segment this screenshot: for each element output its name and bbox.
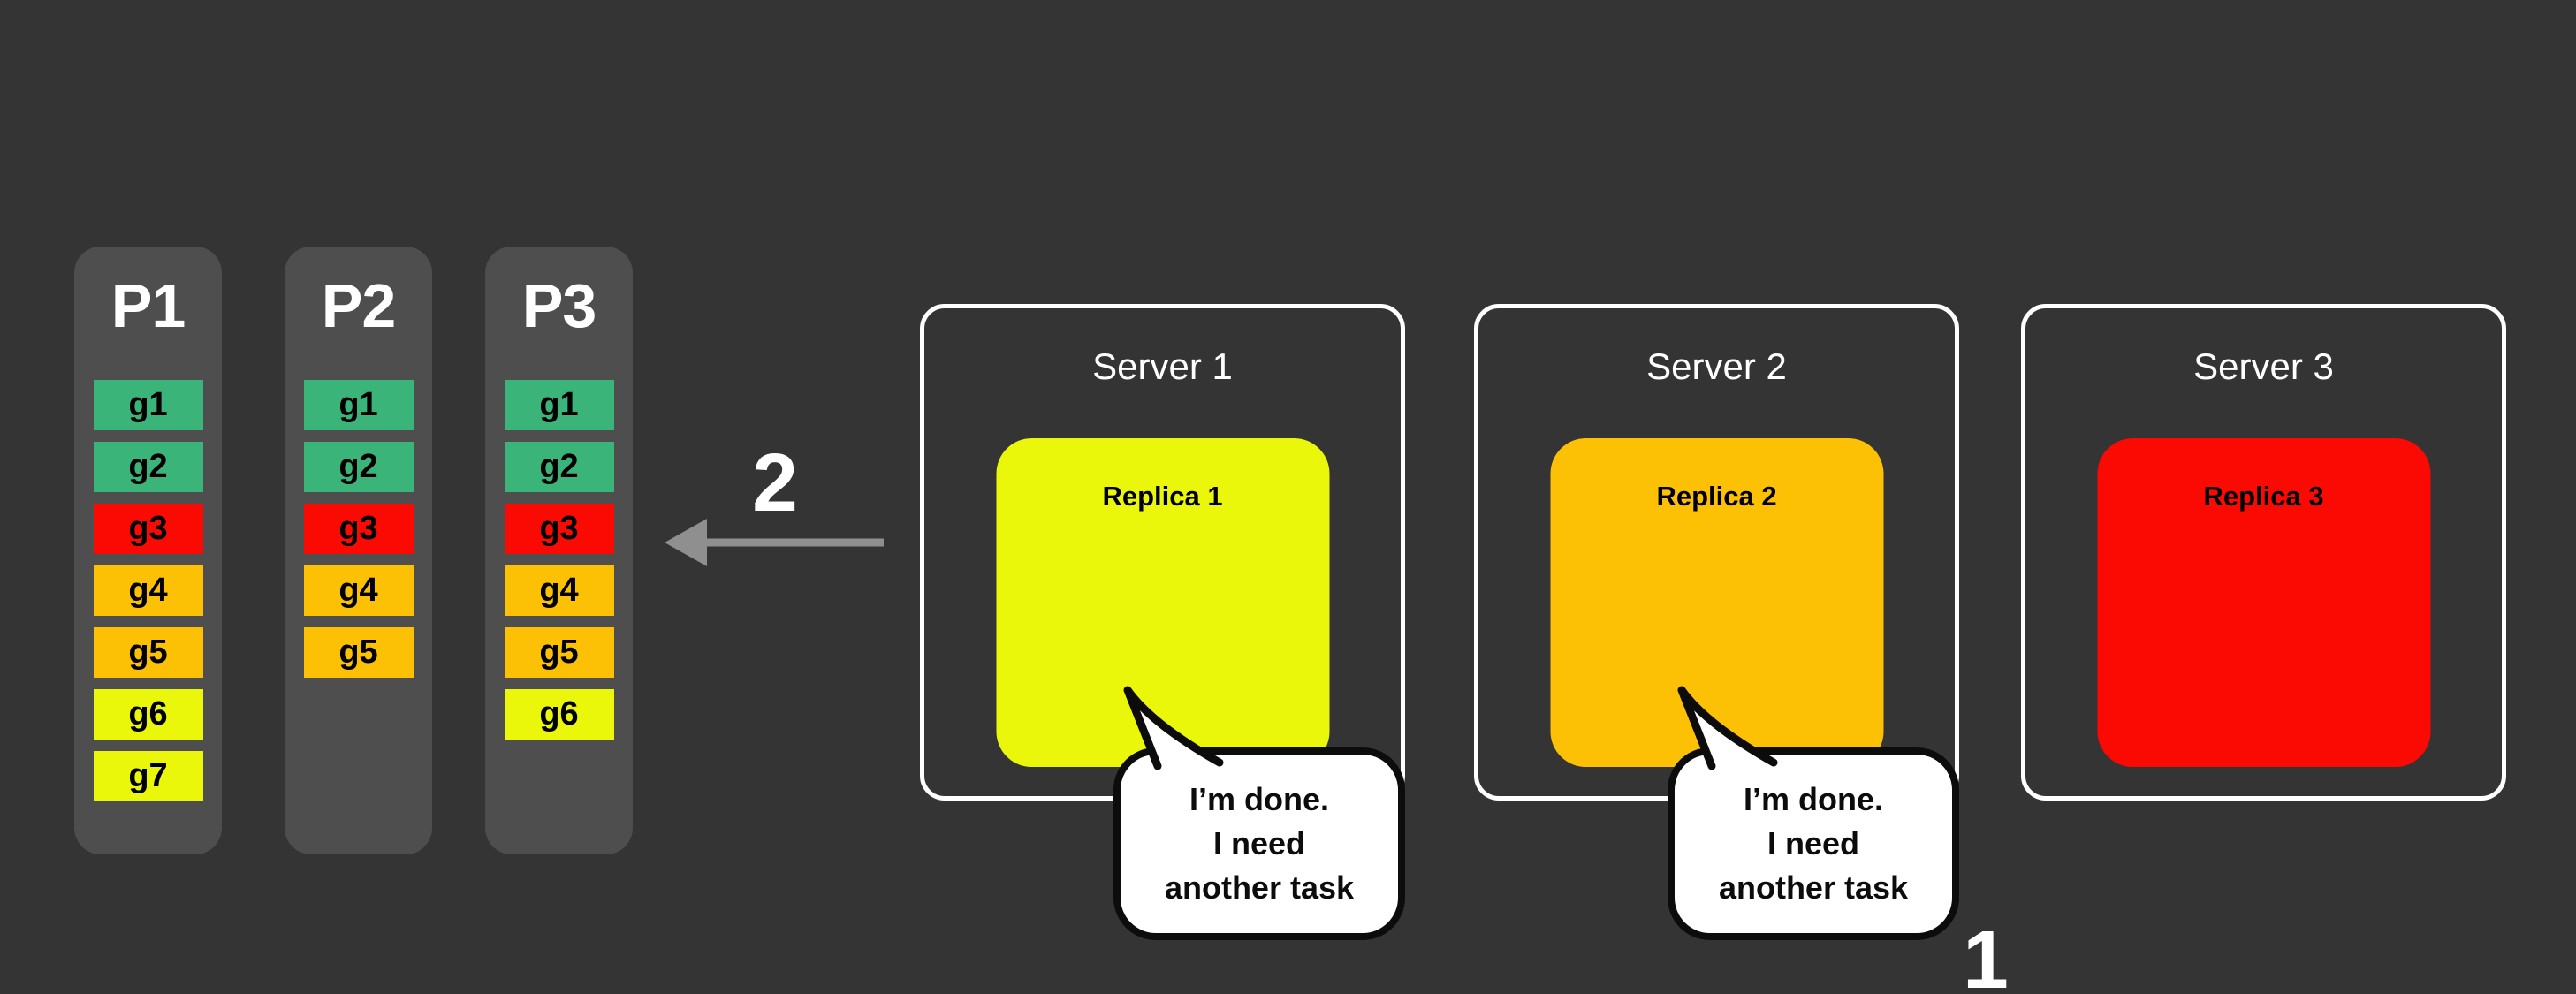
partition-p1-chip-stack: g1 g2 g3 g4 g5 g6 g7 <box>74 380 222 813</box>
speech-bubble-line: I need <box>1767 825 1860 861</box>
task-chip: g2 <box>93 442 203 492</box>
task-chip-label: g6 <box>539 695 579 732</box>
speech-bubble-tail-path <box>1123 686 1224 770</box>
task-chip: g4 <box>93 565 203 616</box>
speech-bubble-line: another task <box>1164 869 1355 906</box>
replica-1-label: Replica 1 <box>1102 481 1223 512</box>
partition-p3-chip-stack: g1 g2 g3 g4 g5 g6 <box>485 380 633 751</box>
replica-3-label: Replica 3 <box>2203 481 2324 512</box>
task-chip: g6 <box>93 689 203 740</box>
speech-bubble-server-1: I’m done. I need another task <box>1113 747 1405 940</box>
task-chip-label: g6 <box>128 695 168 732</box>
task-chip: g4 <box>303 565 414 616</box>
task-chip-label: g1 <box>539 386 579 423</box>
task-chip-label: g4 <box>539 572 579 609</box>
task-chip: g3 <box>504 504 614 554</box>
replica-2-label: Replica 2 <box>1656 481 1777 512</box>
task-chip-label: g2 <box>128 448 168 485</box>
task-chip-label: g3 <box>539 510 579 547</box>
left-arrow-icon <box>665 519 884 566</box>
task-chip-label: g1 <box>128 386 168 423</box>
partition-p2: P2 g1 g2 g3 g4 g5 <box>285 247 432 854</box>
task-chip-label: g2 <box>338 448 378 485</box>
speech-bubble-tail <box>1677 686 1778 770</box>
speech-bubble-line: another task <box>1718 869 1909 906</box>
speech-bubble-line: I’m done. <box>1743 781 1883 817</box>
speech-bubble-tail <box>1123 686 1224 770</box>
task-chip-label: g2 <box>539 448 579 485</box>
task-chip-label: g5 <box>539 634 579 671</box>
task-chip-label: g3 <box>128 510 168 547</box>
task-chip: g3 <box>93 504 203 554</box>
partition-p2-chip-stack: g1 g2 g3 g4 g5 <box>285 380 432 689</box>
task-chip: g1 <box>504 380 614 430</box>
partition-p3-title: P3 <box>521 271 597 340</box>
speech-bubble-tail-path <box>1677 686 1778 770</box>
partition-p1: P1 g1 g2 g3 g4 g5 g6 g7 <box>74 247 222 854</box>
task-chip: g6 <box>504 689 614 740</box>
server-2-box: Server 2 Replica 2 <box>1474 304 1959 801</box>
speech-bubble-line: I’m done. <box>1189 781 1329 817</box>
task-chip-label: g1 <box>338 386 378 423</box>
replica-2: Replica 2 <box>1550 438 1883 767</box>
speech-bubble-line: I need <box>1212 825 1306 861</box>
task-chip: g7 <box>93 751 203 801</box>
task-chip-label: g3 <box>338 510 378 547</box>
task-chip: g5 <box>504 627 614 678</box>
arrow-head <box>665 519 707 566</box>
task-chip: g1 <box>93 380 203 430</box>
server-3-title: Server 3 <box>2193 345 2334 387</box>
task-chip: g2 <box>303 442 414 492</box>
server-1-title: Server 1 <box>1092 345 1233 387</box>
server-3-box: Server 3 Replica 3 <box>2021 304 2506 801</box>
task-chip: g5 <box>303 627 414 678</box>
step-1-label: 1 <box>1963 914 2009 994</box>
task-chip: g2 <box>504 442 614 492</box>
task-chip-label: g5 <box>338 634 378 671</box>
task-chip: g3 <box>303 504 414 554</box>
server-2-title: Server 2 <box>1646 345 1787 387</box>
step-2-label: 2 <box>752 436 798 528</box>
task-chip-label: g7 <box>128 757 168 794</box>
task-chip-label: g4 <box>338 572 378 609</box>
speech-bubble-server-2: I’m done. I need another task <box>1668 747 1959 940</box>
replica-1: Replica 1 <box>996 438 1329 767</box>
replica-3: Replica 3 <box>2097 438 2430 767</box>
task-chip: g4 <box>504 565 614 616</box>
server-1-box: Server 1 Replica 1 <box>920 304 1405 801</box>
partition-p1-title: P1 <box>110 271 186 340</box>
task-chip-label: g5 <box>128 634 168 671</box>
task-chip: g1 <box>303 380 414 430</box>
task-chip: g5 <box>93 627 203 678</box>
partition-p2-title: P2 <box>321 271 397 340</box>
partition-p3: P3 g1 g2 g3 g4 g5 g6 <box>485 247 633 854</box>
task-chip-label: g4 <box>128 572 168 609</box>
